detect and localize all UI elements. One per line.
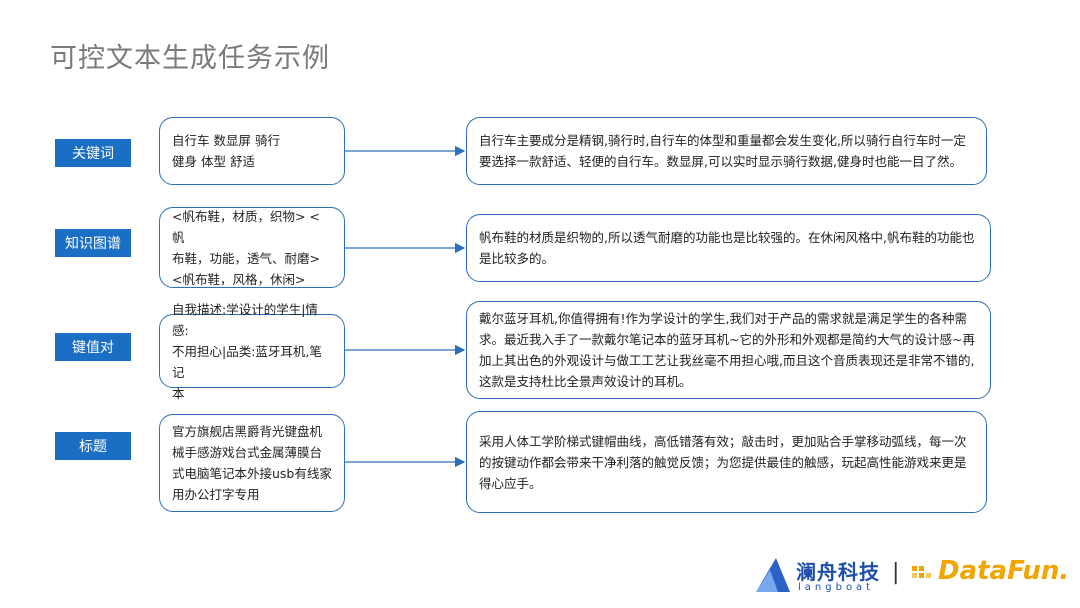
output-box-knowledge-graph: 帆布鞋的材质是织物的,所以透气耐磨的功能也是比较强的。在休闲风格中,帆布鞋的功能… xyxy=(466,214,991,282)
input-text-title: 官方旗舰店黑爵背光键盘机 械手感游戏台式金属薄膜台 式电脑笔记本外接usb有线家… xyxy=(172,424,332,502)
input-box-keywords: 自行车 数显屏 骑行 健身 体型 舒适 xyxy=(159,117,345,185)
output-box-key-value: 戴尔蓝牙耳机,你值得拥有!作为学设计的学生,我们对于产品的需求就是满足学生的各种… xyxy=(466,301,991,399)
logo-divider: | xyxy=(892,560,900,585)
label-knowledge-graph: 知识图谱 xyxy=(55,229,131,257)
langboat-name-en: langboat xyxy=(798,582,875,593)
output-text-keywords: 自行车主要成分是精钢,骑行时,自行车的体型和重量都会发生变化,所以骑行自行车时一… xyxy=(479,133,966,169)
input-box-title: 官方旗舰店黑爵背光键盘机 械手感游戏台式金属薄膜台 式电脑笔记本外接usb有线家… xyxy=(159,414,345,512)
output-text-key-value: 戴尔蓝牙耳机,你值得拥有!作为学设计的学生,我们对于产品的需求就是满足学生的各种… xyxy=(479,311,975,389)
input-text-key-value: 自我描述:学设计的学生|情感: 不用担心|品类:蓝牙耳机,笔记 本 xyxy=(172,301,322,401)
input-text-keywords: 自行车 数显屏 骑行 健身 体型 舒适 xyxy=(172,133,280,169)
datafun-name: DataFun. xyxy=(938,556,1070,586)
label-title: 标题 xyxy=(55,432,131,460)
langboat-logo-icon xyxy=(756,558,790,592)
label-keywords: 关键词 xyxy=(55,139,131,167)
footer-logos: 澜舟科技 langboat | DataFun. xyxy=(752,554,1069,598)
page-title: 可控文本生成任务示例 xyxy=(50,43,330,74)
langboat-name-cn: 澜舟科技 xyxy=(796,560,880,584)
output-box-title: 采用人体工学阶梯式键帽曲线，高低错落有效；敲击时，更加贴合手掌移动弧线，每一次的… xyxy=(466,411,987,513)
datafun-logo-icon xyxy=(912,566,931,578)
output-box-keywords: 自行车主要成分是精钢,骑行时,自行车的体型和重量都会发生变化,所以骑行自行车时一… xyxy=(466,117,987,185)
input-box-key-value: 自我描述:学设计的学生|情感: 不用担心|品类:蓝牙耳机,笔记 本 xyxy=(159,302,345,401)
label-key-value: 键值对 xyxy=(55,333,131,361)
input-text-knowledge-graph: <帆布鞋，材质，织物> <帆 布鞋，功能，透气、耐磨> <帆布鞋，风格，休闲> xyxy=(172,208,320,287)
input-box-knowledge-graph: <帆布鞋，材质，织物> <帆 布鞋，功能，透气、耐磨> <帆布鞋，风格，休闲> xyxy=(159,207,345,288)
output-text-knowledge-graph: 帆布鞋的材质是织物的,所以透气耐磨的功能也是比较强的。在休闲风格中,帆布鞋的功能… xyxy=(479,230,975,266)
output-text-title: 采用人体工学阶梯式键帽曲线，高低错落有效；敲击时，更加贴合手掌移动弧线，每一次的… xyxy=(479,433,967,491)
